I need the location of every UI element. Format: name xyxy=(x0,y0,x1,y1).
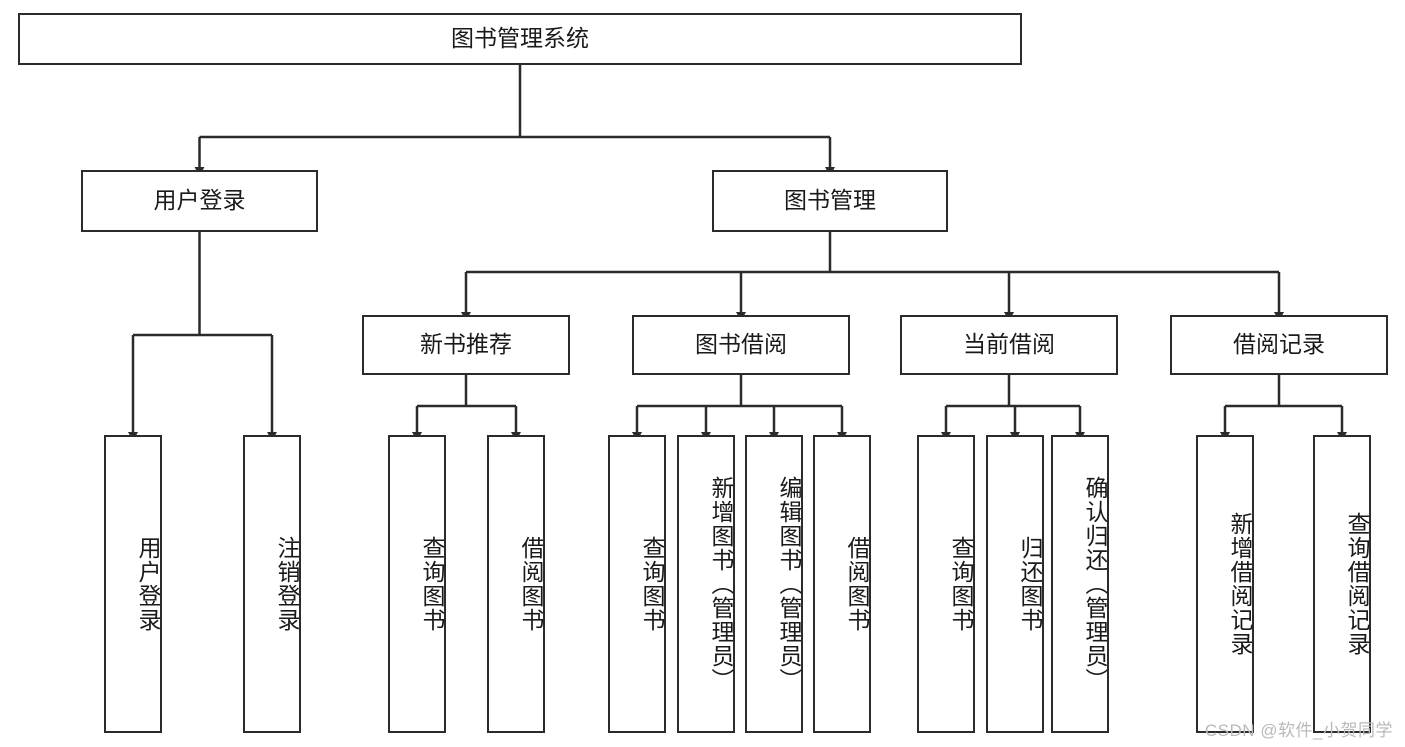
node-label: 当前借阅 xyxy=(963,331,1055,358)
node-label: 编辑图书（管理员） xyxy=(776,476,802,692)
node-l-query1[interactable]: 查询图书 xyxy=(388,435,446,733)
node-label: 查询图书 xyxy=(639,536,665,632)
node-l-query3[interactable]: 查询图书 xyxy=(917,435,975,733)
node-label: 确认归还（管理员） xyxy=(1082,476,1108,692)
node-current[interactable]: 当前借阅 xyxy=(900,315,1118,375)
node-label: 图书管理系统 xyxy=(451,25,589,52)
node-l-add[interactable]: 新增图书（管理员） xyxy=(677,435,735,733)
node-l-borrow2[interactable]: 借阅图书 xyxy=(813,435,871,733)
node-label: 查询图书 xyxy=(948,536,974,632)
node-label: 注销登录 xyxy=(274,536,300,632)
node-label: 图书借阅 xyxy=(695,331,787,358)
node-l-borrow1[interactable]: 借阅图书 xyxy=(487,435,545,733)
node-bookmgmt[interactable]: 图书管理 xyxy=(712,170,948,232)
node-label: 借阅记录 xyxy=(1233,331,1325,358)
node-label: 查询图书 xyxy=(419,536,445,632)
node-records[interactable]: 借阅记录 xyxy=(1170,315,1388,375)
node-l-login[interactable]: 用户登录 xyxy=(104,435,162,733)
node-label: 图书管理 xyxy=(784,187,876,214)
node-label: 用户登录 xyxy=(135,536,161,632)
node-l-queryrec[interactable]: 查询借阅记录 xyxy=(1313,435,1371,733)
node-label: 查询借阅记录 xyxy=(1344,512,1370,656)
node-label: 归还图书 xyxy=(1017,536,1043,632)
node-l-logout[interactable]: 注销登录 xyxy=(243,435,301,733)
node-l-return[interactable]: 归还图书 xyxy=(986,435,1044,733)
node-borrow[interactable]: 图书借阅 xyxy=(632,315,850,375)
node-l-edit[interactable]: 编辑图书（管理员） xyxy=(745,435,803,733)
node-newbook[interactable]: 新书推荐 xyxy=(362,315,570,375)
node-l-addrec[interactable]: 新增借阅记录 xyxy=(1196,435,1254,733)
node-label: 用户登录 xyxy=(153,187,246,214)
watermark: CSDN @软件_小贺同学 xyxy=(1204,721,1393,740)
node-root[interactable]: 图书管理系统 xyxy=(18,13,1022,65)
node-label: 借阅图书 xyxy=(518,536,544,632)
node-l-confirm[interactable]: 确认归还（管理员） xyxy=(1051,435,1109,733)
node-login[interactable]: 用户登录 xyxy=(81,170,318,232)
node-label: 新增借阅记录 xyxy=(1227,512,1253,656)
node-l-query2[interactable]: 查询图书 xyxy=(608,435,666,733)
node-label: 借阅图书 xyxy=(844,536,870,632)
node-label: 新书推荐 xyxy=(420,331,512,358)
node-label: 新增图书（管理员） xyxy=(708,476,734,692)
